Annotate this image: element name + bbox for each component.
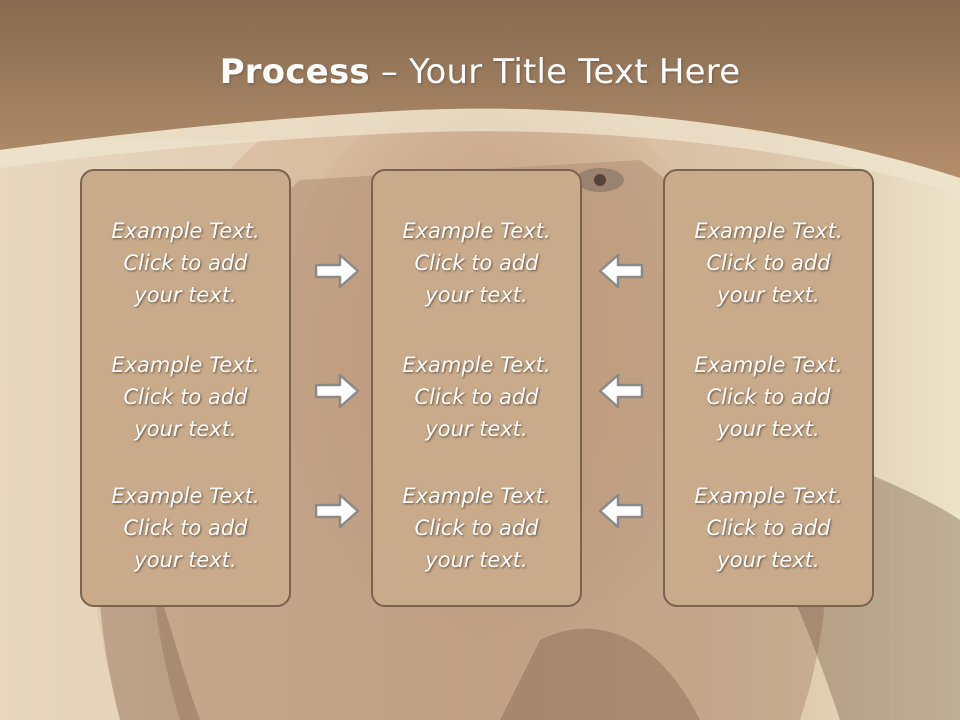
box-text[interactable]: Example Text. Click to add your text. (694, 484, 843, 572)
process-box-left[interactable]: Example Text. Click to add your text. Ex… (80, 169, 291, 607)
box-text[interactable]: Example Text. Click to add your text. (111, 219, 260, 307)
process-box-center[interactable]: Example Text. Click to add your text. Ex… (371, 169, 582, 607)
title-rest: – Your Title Text Here (369, 52, 741, 92)
left-arrow-icon (598, 373, 644, 409)
box-text[interactable]: Example Text. Click to add your text. (402, 219, 551, 307)
header-band (0, 0, 960, 194)
left-arrow-icon (598, 493, 644, 529)
process-box-right[interactable]: Example Text. Click to add your text. Ex… (663, 169, 874, 607)
box-text[interactable]: Example Text. Click to add your text. (694, 219, 843, 307)
box-text[interactable]: Example Text. Click to add your text. (402, 484, 551, 572)
slide-title[interactable]: Process – Your Title Text Here (0, 52, 960, 92)
right-arrow-icon (314, 373, 360, 409)
box-text[interactable]: Example Text. Click to add your text. (111, 484, 260, 572)
title-bold: Process (219, 52, 370, 92)
box-text[interactable]: Example Text. Click to add your text. (402, 353, 551, 441)
box-text[interactable]: Example Text. Click to add your text. (111, 353, 260, 441)
right-arrow-icon (314, 253, 360, 289)
right-arrow-icon (314, 493, 360, 529)
box-text[interactable]: Example Text. Click to add your text. (694, 353, 843, 441)
left-arrow-icon (598, 253, 644, 289)
